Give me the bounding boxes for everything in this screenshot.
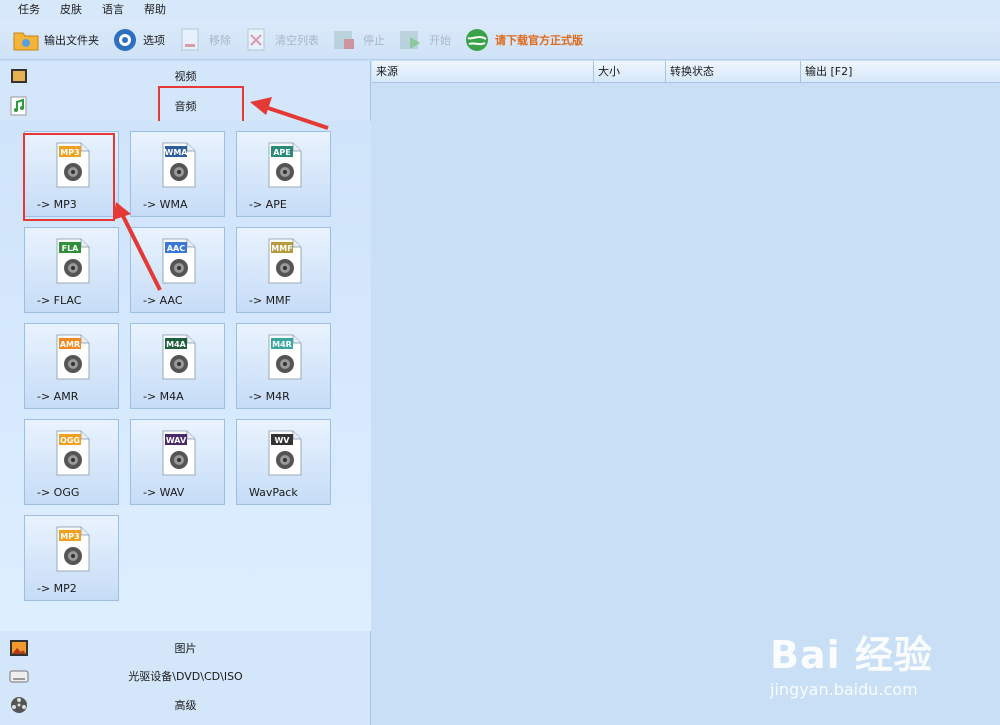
format-tile[interactable]: MMF -> MMF [236, 227, 331, 313]
watermark-url: jingyan.baidu.com [770, 680, 918, 699]
format-tile[interactable]: WMA -> WMA [130, 131, 225, 217]
format-tile[interactable]: WAV -> WAV [130, 419, 225, 505]
reel-icon [9, 695, 29, 715]
format-tile[interactable]: M4R -> M4R [236, 323, 331, 409]
format-label: -> FLAC [37, 294, 82, 307]
format-tile[interactable]: APE -> APE [236, 131, 331, 217]
play-icon [397, 26, 425, 54]
format-label: -> WMA [143, 198, 188, 211]
format-file-icon: WAV [159, 429, 199, 477]
format-file-icon: WMA [159, 141, 199, 189]
column-size[interactable]: 大小 [594, 61, 666, 83]
format-tile[interactable]: OGG -> OGG [24, 419, 119, 505]
format-file-icon: WV [265, 429, 305, 477]
column-source[interactable]: 来源 [372, 61, 594, 83]
format-label: -> OGG [37, 486, 80, 499]
category-advanced[interactable]: 高级 [0, 691, 371, 719]
format-label: -> WAV [143, 486, 185, 499]
column-status[interactable]: 转换状态 [666, 61, 801, 83]
format-tag: WMA [165, 148, 189, 157]
format-label: -> MMF [249, 294, 291, 307]
baidu-watermark: Bai 经验 jingyan.baidu.com [770, 624, 970, 704]
format-tile[interactable]: AAC -> AAC [130, 227, 225, 313]
toolbar: 输出文件夹 选项 移除 清空列表 停止 开始 请下载官方正式版 [0, 20, 1000, 60]
format-file-icon: MMF [265, 237, 305, 285]
format-tag: AAC [167, 244, 185, 253]
format-tile[interactable]: MP3 -> MP3 [24, 131, 119, 217]
format-tag: WV [274, 436, 290, 445]
menu-help[interactable]: 帮助 [144, 3, 166, 16]
globe-icon [463, 26, 491, 54]
picture-icon [9, 638, 29, 658]
format-tag: MMF [271, 244, 292, 253]
file-list-panel: 来源 大小 转换状态 输出 [F2] [372, 61, 1000, 725]
gear-icon [111, 26, 139, 54]
format-tag: WAV [166, 436, 187, 445]
format-file-icon: AMR [53, 333, 93, 381]
output-folder-button[interactable]: 输出文件夹 [12, 24, 99, 56]
format-tag: OGG [60, 436, 80, 445]
format-file-icon: M4R [265, 333, 305, 381]
remove-icon [177, 26, 205, 54]
stop-button[interactable]: 停止 [331, 24, 385, 56]
format-file-icon: AAC [159, 237, 199, 285]
format-tile[interactable]: M4A -> M4A [130, 323, 225, 409]
format-label: -> MP2 [37, 582, 77, 595]
format-file-icon: MP3 [53, 141, 93, 189]
category-picture[interactable]: 图片 [0, 634, 371, 662]
folder-icon [12, 26, 40, 54]
format-label: -> MP3 [37, 198, 77, 211]
category-optical[interactable]: 光驱设备\DVD\CD\ISO [0, 662, 371, 690]
file-list-header: 来源 大小 转换状态 输出 [F2] [372, 61, 1000, 83]
format-tag: M4A [166, 340, 187, 349]
clear-list-button[interactable]: 清空列表 [243, 24, 319, 56]
format-label: -> M4A [143, 390, 184, 403]
menu-bar: 任务 皮肤 语言 帮助 [0, 0, 1000, 20]
format-file-icon: FLA [53, 237, 93, 285]
format-tag: MP3 [60, 148, 79, 157]
format-file-icon: APE [265, 141, 305, 189]
mp3-highlight-box [23, 133, 115, 221]
format-tile[interactable]: MP3 -> MP2 [24, 515, 119, 601]
watermark-text: Bai 经验 [770, 633, 933, 677]
menu-language[interactable]: 语言 [102, 3, 124, 16]
format-tag: AMR [60, 340, 80, 349]
download-official-button[interactable]: 请下载官方正式版 [463, 24, 583, 56]
remove-button[interactable]: 移除 [177, 24, 231, 56]
format-file-icon: M4A [159, 333, 199, 381]
column-output[interactable]: 输出 [F2] [805, 65, 853, 78]
audio-highlight-box [158, 86, 244, 124]
disc-drive-icon [9, 666, 29, 686]
category-video[interactable]: 视频 [0, 62, 371, 90]
music-note-icon [9, 96, 29, 116]
format-tile[interactable]: WV WavPack [236, 419, 331, 505]
category-audio[interactable]: 音频 [0, 92, 371, 120]
start-button[interactable]: 开始 [397, 24, 451, 56]
format-tag: MP3 [60, 532, 79, 541]
format-label: -> AMR [37, 390, 79, 403]
film-icon [9, 66, 29, 86]
menu-skin[interactable]: 皮肤 [60, 3, 82, 16]
format-tile[interactable]: AMR -> AMR [24, 323, 119, 409]
format-file-icon: OGG [53, 429, 93, 477]
format-label: WavPack [249, 486, 298, 499]
format-file-icon: MP3 [53, 525, 93, 573]
menu-task[interactable]: 任务 [18, 3, 40, 16]
stop-icon [331, 26, 359, 54]
format-label: -> M4R [249, 390, 290, 403]
clear-icon [243, 26, 271, 54]
format-label: -> AAC [143, 294, 183, 307]
format-label: -> APE [249, 198, 287, 211]
format-tile[interactable]: FLA -> FLAC [24, 227, 119, 313]
options-button[interactable]: 选项 [111, 24, 165, 56]
format-tag: FLA [62, 244, 80, 253]
format-tag: APE [273, 148, 291, 157]
format-tag: M4R [272, 340, 292, 349]
